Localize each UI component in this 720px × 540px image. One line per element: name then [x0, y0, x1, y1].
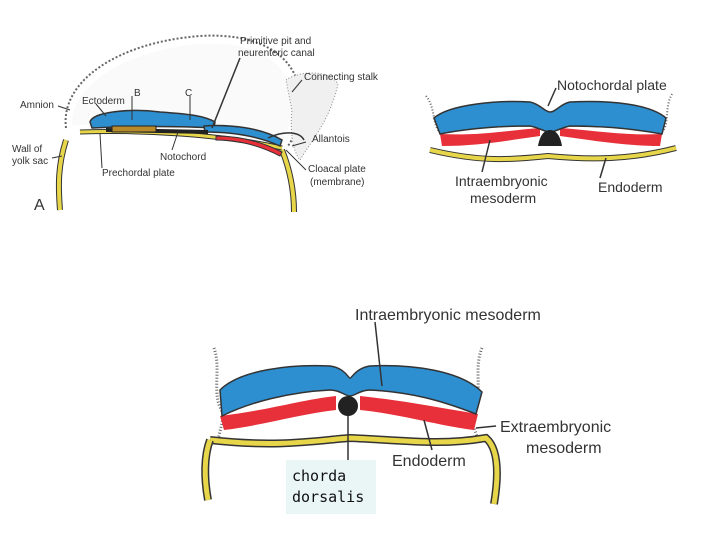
- label-prechordal-plate: Prechordal plate: [102, 168, 175, 179]
- mesoderm-right-c: [360, 396, 478, 430]
- chorda-dorsalis-caption: chorda dorsalis: [286, 460, 376, 514]
- label-neurenteric-canal: neurenteric canal: [238, 48, 315, 59]
- label-endoderm-c: Endoderm: [392, 453, 466, 470]
- label-ectoderm: Ectoderm: [82, 96, 125, 107]
- label-mesoderm-b: mesoderm: [470, 190, 536, 206]
- notochordal-plate: [538, 130, 562, 146]
- label-cloacal-plate: Cloacal plate: [308, 164, 366, 175]
- panel-a: Primitive pit and neurenteric canal Conn…: [12, 34, 379, 214]
- label-section-c: C: [185, 88, 192, 99]
- allantois: [267, 132, 305, 141]
- label-wall-of: Wall of: [12, 144, 42, 155]
- label-yolk-sac: yolk sac: [12, 156, 48, 167]
- label-section-b: B: [134, 88, 141, 99]
- mesoderm-right-b: [560, 128, 662, 146]
- prechordal-plate: [111, 125, 157, 133]
- label-notochordal-plate: Notochordal plate: [557, 77, 667, 93]
- label-primitive-pit: Primitive pit and: [240, 36, 311, 47]
- label-intraembryonic-b: Intraembryonic: [455, 173, 548, 189]
- caption-line-1: chorda: [292, 467, 347, 485]
- label-endoderm-b: Endoderm: [598, 179, 663, 195]
- connecting-stalk: [285, 72, 339, 161]
- caption-line-2: dorsalis: [292, 488, 365, 506]
- mesoderm-left-b: [440, 128, 540, 146]
- panel-c: Intraembryonic mesoderm Extraembryonic m…: [201, 307, 611, 505]
- label-connecting-stalk: Connecting stalk: [304, 72, 379, 83]
- label-membrane: (membrane): [310, 177, 364, 188]
- ectoderm-b: [433, 100, 667, 135]
- label-amnion: Amnion: [20, 100, 54, 111]
- label-mesoderm-c: mesoderm: [526, 440, 602, 457]
- chorda-dorsalis: [338, 396, 358, 416]
- label-intraembryonic-mesoderm: Intraembryonic mesoderm: [355, 307, 541, 324]
- ectoderm-c: [219, 364, 483, 418]
- panel-b: Notochordal plate Intraembryonic mesoder…: [425, 77, 677, 206]
- mesoderm-left-c: [220, 396, 336, 430]
- label-extraembryonic: Extraembryonic: [500, 419, 611, 436]
- panel-letter-a: A: [34, 197, 45, 214]
- label-allantois: Allantois: [312, 134, 350, 145]
- label-notochord: Notochord: [160, 152, 206, 163]
